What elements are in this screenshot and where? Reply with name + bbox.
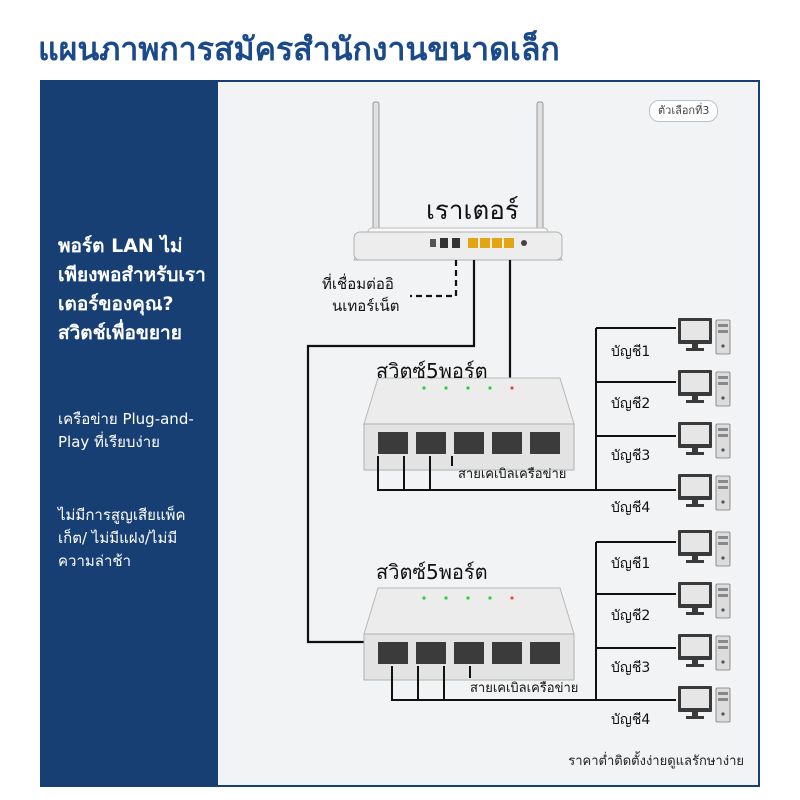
group1-pc-icon (677, 369, 731, 407)
internet-link-line (410, 260, 458, 298)
group1-account-2: บัญชี2 (611, 396, 650, 412)
internet-label-line2: นเทอร์เน็ต (332, 296, 399, 315)
group1-pc-icon (677, 421, 731, 459)
diagram-frame: พอร์ต LAN ไม่เพียงพอสำหรับเราเตอร์ของคุณ… (40, 80, 760, 787)
router-icon (353, 101, 563, 261)
switch2-label: สวิตซ์5พอร์ต (376, 560, 488, 584)
group1-account-3: บัญชี3 (611, 448, 650, 464)
group2-account-3: บัญชี3 (611, 660, 650, 676)
group1-pc-icon (677, 317, 731, 355)
router-label: เราเตอร์ (426, 196, 519, 226)
sidebar: พอร์ต LAN ไม่เพียงพอสำหรับเราเตอร์ของคุณ… (42, 82, 218, 785)
group2-pc-icon (677, 529, 731, 567)
switch2-cables (391, 541, 676, 701)
option-badge: ตัวเลือกที่3 (649, 100, 719, 122)
group2-pc-icon (677, 633, 731, 671)
internet-label-line1: ที่เชื่อมต่ออิ (322, 273, 394, 293)
cable2-label: สายเคเบิลเครือข่าย (470, 680, 578, 696)
page-title: แผนภาพการสมัครสำนักงานขนาดเล็ก (38, 30, 560, 68)
switch1-label: สวิตซ์5พอร์ต (376, 359, 488, 383)
group2-pc-icon (677, 581, 731, 619)
group1-pc-icon (677, 473, 731, 511)
group1-account-4: บัญชี4 (611, 500, 650, 516)
switch1-icon (363, 377, 575, 471)
sidebar-point-2: ไม่มีการสูญเสียแพ็คเก็ต/ ไม่มีแฝง/ไม่มีค… (58, 506, 186, 570)
uplink-switch2-line (306, 260, 476, 644)
sidebar-heading: พอร์ต LAN ไม่เพียงพอสำหรับเราเตอร์ของคุณ… (58, 235, 206, 344)
group2-account-4: บัญชี4 (611, 712, 650, 728)
network-diagram: เราเตอร์ ที่เชื่อมต่ออิ นเทอร์เน็ต สวิตซ… (306, 101, 731, 728)
sidebar-point-1: เครือข่าย Plug-and-Play ที่เรียบง่าย (58, 410, 194, 451)
footer-note: ราคาต่ำติดตั้งง่ายดูแลรักษาง่าย (568, 754, 744, 769)
group2-account-1: บัญชี1 (611, 556, 650, 572)
cable1-label: สายเคเบิลเครือข่าย (458, 466, 566, 482)
group2-account-2: บัญชี2 (611, 608, 650, 624)
group1-account-1: บัญชี1 (611, 344, 650, 360)
group2-pc-icon (677, 685, 731, 723)
switch1-cables (377, 327, 676, 491)
